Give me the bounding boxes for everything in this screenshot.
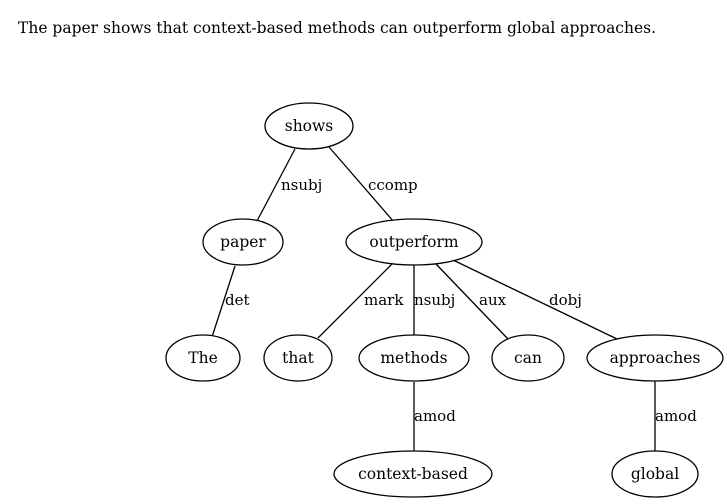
- tree-nodes: [165, 102, 724, 498]
- node-label-global: global: [631, 465, 679, 483]
- edge-label-approaches-global: amod: [655, 407, 697, 425]
- node-approaches: [586, 334, 724, 382]
- edge-paper-the: [211, 265, 236, 338]
- node-label-paper: paper: [220, 233, 266, 251]
- edge-label-shows-paper: nsubj: [281, 176, 322, 194]
- node-shows: [264, 102, 354, 150]
- node-that: [263, 334, 333, 382]
- node-label-that: that: [282, 349, 314, 367]
- node-label-can: can: [514, 349, 542, 367]
- edge-label-outperform-methods: nsubj: [414, 291, 455, 309]
- edge-label-shows-outperform: ccomp: [368, 176, 418, 194]
- node-global: [611, 450, 699, 498]
- edge-label-outperform-that: mark: [364, 291, 404, 309]
- node-labels: shows paper outperform The that methods …: [188, 117, 700, 483]
- node-label-approaches: approaches: [610, 349, 701, 367]
- edge-shows-outperform: [328, 146, 395, 223]
- edge-label-outperform-can: aux: [479, 291, 507, 309]
- node-label-shows: shows: [285, 117, 334, 135]
- edge-shows-paper: [256, 148, 296, 222]
- node-label-methods: methods: [380, 349, 447, 367]
- edge-label-paper-the: det: [225, 291, 250, 309]
- edge-outperform-that: [317, 263, 393, 339]
- edge-labels: nsubj ccomp det mark nsubj aux dobj amod…: [225, 176, 697, 425]
- edge-label-outperform-approaches: dobj: [549, 291, 582, 309]
- node-context-based: [333, 450, 493, 498]
- node-label-context-based: context-based: [358, 465, 468, 483]
- node-label-the: The: [188, 349, 218, 367]
- node-the: [165, 334, 241, 382]
- edge-outperform-approaches: [452, 259, 618, 340]
- edge-label-methods-context-based: amod: [414, 407, 456, 425]
- node-paper: [202, 218, 284, 266]
- node-methods: [358, 334, 470, 382]
- node-label-outperform: outperform: [369, 233, 459, 251]
- node-can: [491, 334, 565, 382]
- tree-edges: [211, 146, 656, 453]
- sentence-text: The paper shows that context-based metho…: [18, 19, 657, 37]
- node-outperform: [345, 218, 483, 266]
- edge-outperform-can: [435, 263, 509, 340]
